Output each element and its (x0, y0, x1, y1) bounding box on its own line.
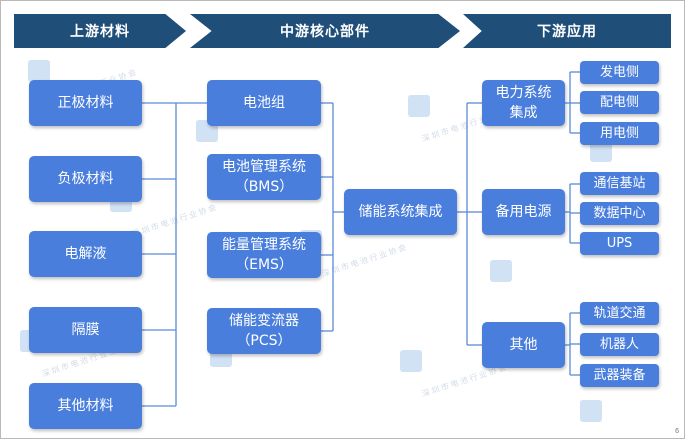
midstream-node: 能量管理系统 （EMS） (207, 232, 321, 278)
watermark-logo (590, 140, 612, 162)
upstream-node: 电解液 (29, 231, 142, 277)
node-label: 储能系统集成 (358, 204, 443, 220)
midstream-node: 电池组 (207, 80, 321, 126)
integration-node: 储能系统集成 (344, 189, 457, 235)
node-label: 能量管理系统 (222, 237, 306, 253)
leaf-node: 通信基站 (580, 172, 659, 195)
leaf-node: 武器装备 (580, 364, 659, 387)
node-label: 其他材料 (57, 398, 114, 414)
node-label: 电解液 (64, 246, 107, 262)
upstream-node: 其他材料 (29, 383, 142, 429)
downstream-node-backup: 备用电源 (482, 189, 565, 235)
node-label: 数据中心 (593, 205, 646, 221)
watermark-logo (400, 350, 422, 372)
downstream-node-power: 电力系统 集成 (482, 80, 565, 126)
node-label: 配电侧 (599, 94, 639, 110)
leaf-node: 发电侧 (580, 61, 659, 84)
node-label: 电力系统 (495, 85, 552, 101)
leaf-node: 配电侧 (580, 91, 659, 114)
node-label: 轨道交通 (593, 305, 646, 321)
watermark-logo (408, 95, 430, 117)
node-label: 武器装备 (593, 367, 646, 383)
stage-banner-downstream: 下游应用 (463, 14, 671, 48)
node-label: UPS (606, 235, 633, 251)
node-sublabel: （BMS） (234, 179, 294, 195)
node-label: 电池组 (243, 95, 285, 111)
upstream-node: 正极材料 (29, 80, 142, 126)
node-label: 发电侧 (599, 64, 639, 80)
watermark-logo (490, 260, 512, 282)
upstream-node: 隔膜 (29, 307, 142, 353)
stage-banner-midstream: 中游核心部件 (190, 14, 460, 48)
leaf-node: 机器人 (580, 333, 659, 356)
upstream-node: 负极材料 (29, 156, 142, 202)
node-label: 通信基站 (593, 175, 646, 191)
node-label: 储能变流器 (229, 313, 299, 329)
page-number: 6 (675, 428, 679, 435)
node-label: 备用电源 (495, 204, 552, 220)
node-label: 负极材料 (57, 171, 114, 187)
node-sublabel: （EMS） (235, 257, 293, 273)
downstream-node-other: 其他 (482, 322, 565, 368)
node-label: 正极材料 (57, 95, 114, 111)
midstream-node: 储能变流器 （PCS） (207, 308, 321, 354)
watermark-logo (28, 60, 50, 82)
leaf-node: 用电侧 (580, 122, 659, 145)
node-label: 机器人 (599, 336, 639, 352)
node-label: 用电侧 (599, 125, 639, 141)
leaf-node: 轨道交通 (580, 302, 659, 325)
midstream-node: 电池管理系统 （BMS） (207, 154, 321, 200)
leaf-node: 数据中心 (580, 202, 659, 225)
watermark-logo (580, 400, 602, 422)
leaf-node: UPS (580, 232, 659, 255)
node-label: 电池管理系统 (222, 159, 306, 175)
stage-banner-upstream: 上游材料 (14, 14, 186, 48)
node-sublabel: （PCS） (236, 333, 292, 349)
node-label: 其他 (509, 337, 538, 353)
node-label: 隔膜 (71, 322, 100, 338)
node-sublabel: 集成 (509, 105, 538, 121)
